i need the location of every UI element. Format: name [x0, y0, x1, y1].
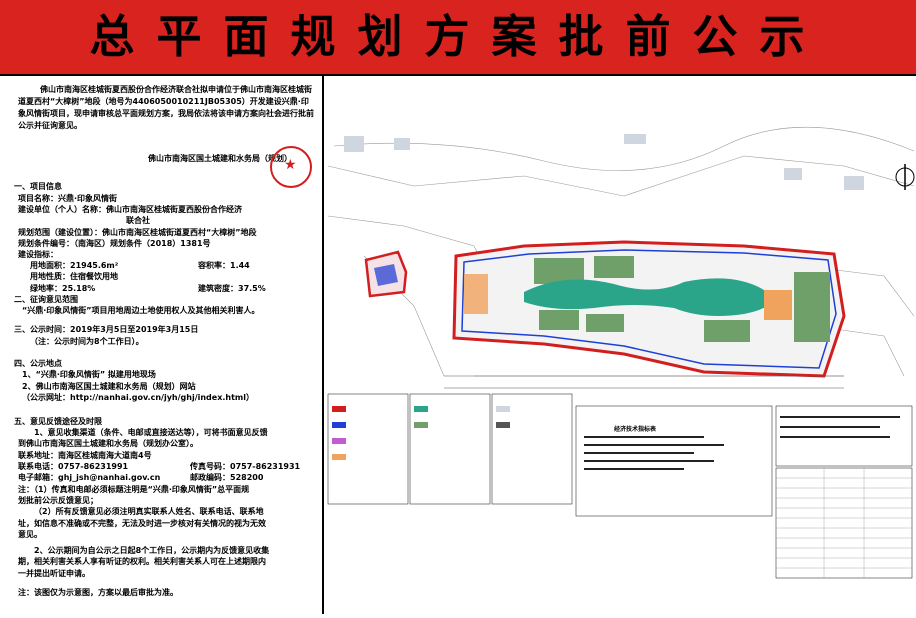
- notice-intro: 佛山市南海区桂城街夏西股份合作经济联合社拟申请位于佛山市南海区桂城街道夏西村“大…: [18, 85, 314, 130]
- section-heading: 二、征询意见范围: [14, 295, 78, 304]
- feedback-note: （2）所有反馈意见必须注明真实联系人姓名、联系电话、联系地: [34, 507, 264, 516]
- website-url: （公示网址：http://nanhai.gov.cn/jyh/ghj/index…: [22, 393, 255, 402]
- north-arrow-icon: [895, 164, 915, 190]
- contact-address: 联系地址：南海区桂城南海大道南4号: [18, 451, 152, 460]
- water-feature: [524, 278, 771, 316]
- contact-phone: 联系电话：0757-86231991: [18, 462, 129, 471]
- section-heading: 一、项目信息: [14, 182, 62, 191]
- section-heading: 三、公示时间：2019年3月5日至2019年3月15日: [14, 325, 199, 334]
- planning-condition-no: 规划条件编号：（南海区）规划条件（2018）1381号: [18, 239, 211, 248]
- context-buildings: [344, 134, 864, 190]
- feedback-note: 址，如信息不准确或不完整，无法及时进一步核对有关情况的视为无效: [18, 519, 266, 528]
- green-ratio: 绿地率：25.18%: [30, 284, 96, 293]
- legend: [327, 393, 573, 505]
- feedback-period: 2、公示期间为自公示之日起8个工作日，公示期内为反馈意见收集: [34, 546, 270, 555]
- postal-code: 邮政编码：528200: [190, 473, 264, 482]
- orange-structures: [464, 274, 792, 320]
- consultation-scope: “兴鼎·印象风情街”项目用地周边土地使用权人及其他相关利害人。: [22, 306, 260, 315]
- notice-issuer: 佛山市南海区国土城建和水务局（规划）: [148, 154, 292, 163]
- roads: [444, 375, 844, 389]
- notice-text-panel: 佛山市南海区桂城街夏西股份合作经济联合社拟申请位于佛山市南海区桂城街道夏西村“大…: [0, 76, 324, 614]
- feedback-note: 意见。: [18, 530, 42, 539]
- feedback-period: 一并提出听证申请。: [18, 569, 90, 578]
- contact-email: 电子邮箱：ghj_jsh@nanhai.gov.cn: [18, 473, 161, 482]
- feedback-text: 到佛山市南海区国土城建和水务局（规划办公室）。: [18, 439, 198, 448]
- site-area: 用地面积：21945.6m²: [30, 261, 119, 270]
- indicators-label: 建设指标：: [18, 250, 58, 259]
- section-heading: 五、意见反馈途径及时限: [14, 417, 102, 426]
- project-name: 项目名称：兴鼎·印象风情街: [18, 194, 118, 203]
- plot-ratio: 容积率：1.44: [198, 261, 250, 270]
- site-plan-panel: 经济技术指标表: [324, 76, 916, 614]
- land-use: 用地性质：住宿餐饮用地: [30, 272, 118, 281]
- page-title: 总平面规划方案批前公示: [89, 10, 827, 63]
- feedback-period: 期，相关利害关系人享有听证的权利。相关利害关系人可在上述期限内: [18, 557, 266, 566]
- left-parcel-water: [374, 264, 398, 286]
- location-item: 1、“兴鼎·印象风情街” 拟建用地现场: [22, 370, 156, 379]
- period-note: （注：公示时间为8个工作日）。: [30, 337, 144, 346]
- landscape-blocks: [534, 256, 830, 342]
- disclaimer: 注：该图仅为示意图，方案以最后审批为准。: [18, 588, 178, 597]
- notice-frame: [0, 74, 916, 614]
- contact-fax: 传真号码：0757-86231931: [190, 462, 301, 471]
- section-heading: 四、公示地点: [14, 359, 62, 368]
- feedback-note: 注：（1）传真和电邮必须标题注明是“兴鼎·印象风情街”总平面规: [18, 485, 250, 494]
- dense-text-blocks: [584, 416, 900, 470]
- builder-name-cont: 联合社: [126, 216, 150, 225]
- indicator-table: [575, 405, 913, 579]
- builder-name: 建设单位（个人）名称：佛山市南海区桂城街夏西股份合作经济: [18, 205, 242, 214]
- title-banner: [0, 0, 916, 74]
- feedback-text: 1、意见收集渠道（条件、电邮或直接送达等），可将书面意见反馈: [34, 428, 268, 437]
- building-density: 建筑密度：37.5%: [198, 284, 266, 293]
- table-rows: [776, 468, 912, 578]
- site-plan-drawing: [327, 126, 915, 579]
- legend-swatches: [332, 406, 510, 460]
- feedback-note: 划批前公示反馈意见；: [18, 496, 98, 505]
- official-seal-icon: [270, 146, 312, 188]
- indicator-table-title: 经济技术指标表: [614, 426, 657, 433]
- location-item: 2、佛山市南海区国土城建和水务局（规划）网站: [22, 382, 196, 391]
- planning-scope: 规划范围（建设位置）：佛山市南海区桂城街道夏西村“大樟树”地段: [18, 228, 257, 237]
